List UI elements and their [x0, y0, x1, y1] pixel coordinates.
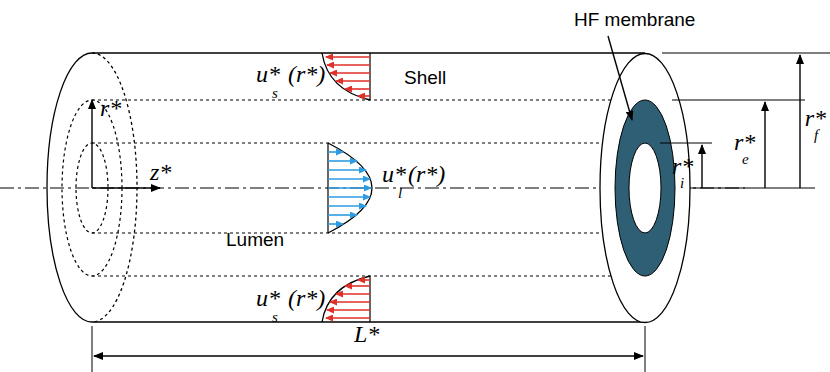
- shell-wall: [92, 52, 645, 53]
- leader-line: [608, 36, 632, 120]
- lumen-velocity-profile: [328, 143, 372, 233]
- subscript: s: [272, 310, 278, 325]
- part-label: HF membrane: [574, 10, 695, 29]
- subscript: e: [742, 152, 749, 167]
- velocity-symbol: u*: [256, 62, 280, 86]
- shell-velocity-profile: [322, 276, 370, 322]
- shell-velocity-profile: [322, 53, 370, 100]
- velocity-symbol: u*: [256, 286, 280, 310]
- region-label: Lumen: [226, 230, 284, 249]
- velocity-symbol: u*: [382, 162, 406, 186]
- r-axis: [91, 100, 92, 188]
- subscript: s: [272, 86, 278, 101]
- membrane-lines: [92, 100, 645, 276]
- dimension-symbol: r*: [805, 106, 826, 130]
- lumen-opening: [629, 143, 661, 233]
- region-label: Shell: [404, 68, 446, 87]
- dimension-symbol: r*: [672, 154, 693, 178]
- axis-label: z*: [150, 160, 171, 184]
- end-ellipse: [47, 53, 92, 322]
- dimension-label: L*: [354, 322, 379, 346]
- axis-label: r*: [100, 96, 121, 120]
- hf-membrane-annulus: [615, 100, 675, 276]
- dimension-symbol: r*: [734, 130, 755, 154]
- velocity-argument: (r*): [288, 62, 325, 86]
- subscript: i: [680, 176, 684, 191]
- velocity-argument: (r*): [288, 286, 325, 310]
- subscript: f: [814, 128, 818, 143]
- z-axis: [92, 187, 160, 188]
- subscript: l: [398, 186, 402, 201]
- radius-dimensions: [660, 53, 830, 188]
- end-ellipse: [600, 54, 690, 323]
- velocity-argument: (r*): [408, 162, 445, 186]
